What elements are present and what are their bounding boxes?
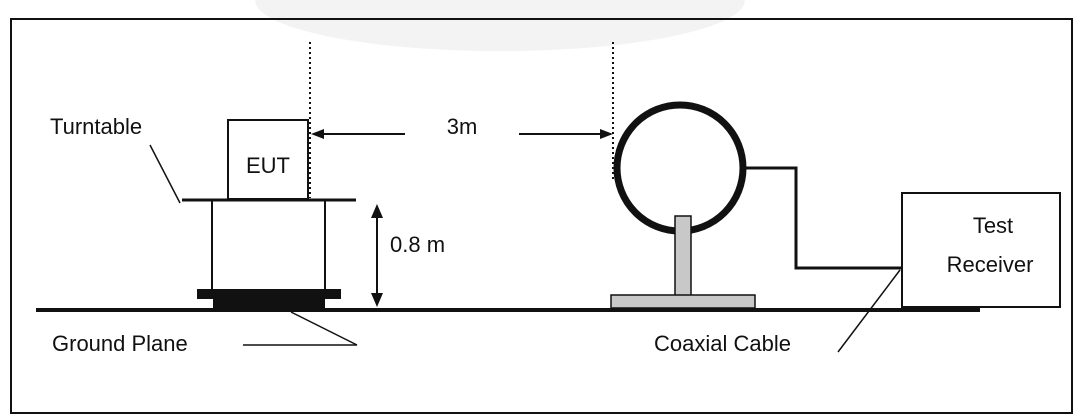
diagram-frame xyxy=(10,18,1073,414)
test-receiver-label-line2: Receiver xyxy=(947,252,1034,277)
height-label: 0.8 m xyxy=(390,232,445,257)
ground-plane-leader-diagonal-1 xyxy=(290,311,358,346)
distance-arrow-left-head xyxy=(311,129,324,139)
height-arrow-bottom-head xyxy=(371,293,383,307)
height-arrow-top-head xyxy=(371,204,383,218)
turntable-foot xyxy=(213,299,325,310)
turntable-leader-line xyxy=(149,144,181,204)
eut-label: EUT xyxy=(246,153,290,178)
test-receiver-box xyxy=(901,192,1061,308)
coaxial-cable-leader-line xyxy=(837,269,901,353)
antenna-base xyxy=(610,294,756,309)
distance-arrow-right-head xyxy=(600,129,613,139)
loop-antenna xyxy=(613,101,747,235)
test-receiver-label-line1: Test xyxy=(973,213,1013,238)
antenna-mast xyxy=(674,215,692,297)
turntable-label: Turntable xyxy=(50,114,142,139)
ground-plane-label: Ground Plane xyxy=(52,331,188,356)
distance-label: 3m xyxy=(447,114,478,139)
turntable-base xyxy=(197,289,341,299)
coaxial-cable xyxy=(744,166,902,270)
eut-box xyxy=(227,119,309,200)
coaxial-cable-label: Coaxial Cable xyxy=(654,331,791,356)
background-watermark xyxy=(255,0,745,52)
